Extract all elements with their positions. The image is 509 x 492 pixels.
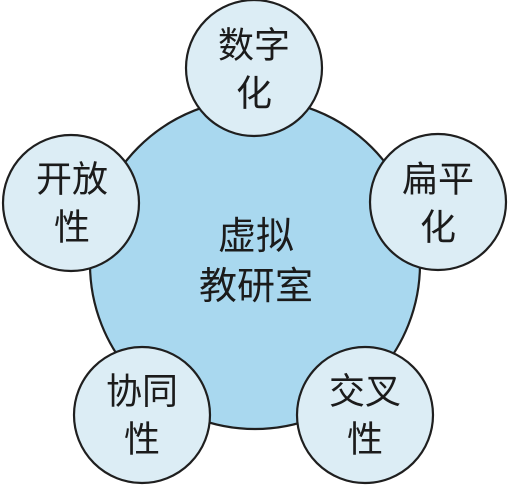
- satellite-label-openness-line-1: 开放: [36, 160, 108, 201]
- satellite-circle-interdisciplinarity: [295, 345, 435, 485]
- satellite-label-openness-line-2: 性: [54, 208, 90, 249]
- satellite-label-digitalization-line-2: 化: [236, 74, 272, 115]
- center-label-line-1: 虚拟: [218, 214, 294, 258]
- satellite-circle-digitalization: [184, 0, 324, 138]
- satellite-label-digitalization-line-1: 数字: [218, 26, 290, 67]
- satellite-label-interdisciplinarity-line-2: 性: [347, 420, 383, 461]
- satellite-label-interdisciplinarity-line-1: 交叉: [329, 372, 401, 413]
- satellite-label-collaboration-line-1: 协同: [106, 372, 178, 413]
- satellite-label-flattening-line-2: 化: [420, 208, 456, 249]
- satellite-circle-openness: [1, 133, 141, 273]
- satellite-circle-flattening: [368, 132, 508, 272]
- satellite-label-collaboration-line-2: 性: [124, 420, 160, 461]
- satellite-label-flattening-line-1: 扁平: [402, 160, 474, 201]
- center-label-line-2: 教研室: [199, 264, 313, 308]
- satellite-circle-collaboration: [72, 345, 212, 485]
